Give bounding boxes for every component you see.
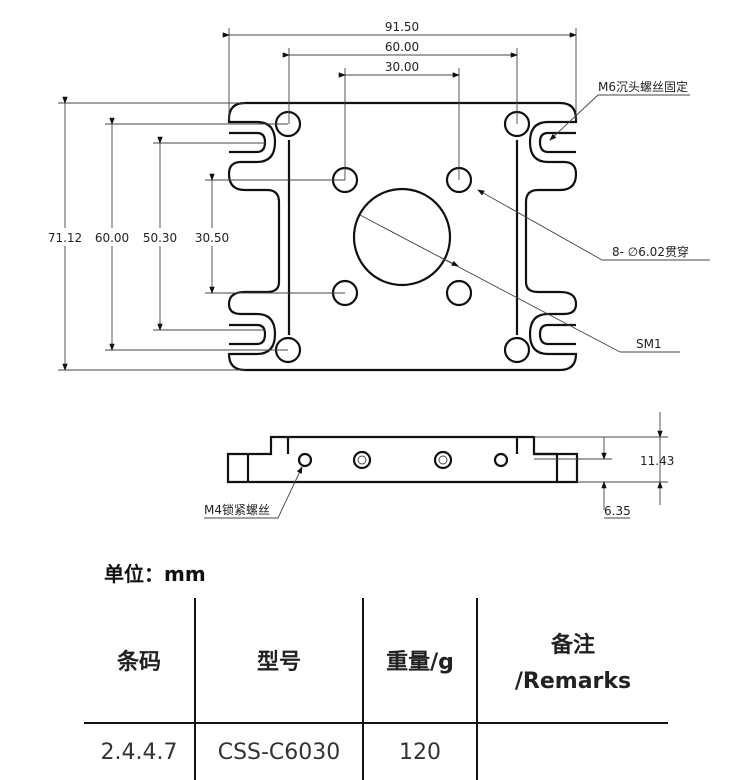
cell-weight: 120 [362, 723, 477, 780]
header-weight: 重量/g [362, 598, 477, 724]
unit-label: 单位：mm [104, 562, 206, 586]
top-dimensions: 91.50 60.00 30.00 [222, 20, 577, 180]
header-model: 型号 [194, 598, 363, 724]
top-leaders: M6沉头螺丝固定 8- ∅6.02贯穿 SM1 [359, 79, 710, 353]
dim-total-height: 11.43 [640, 454, 674, 468]
side-view: 11.43 6.35 M4锁紧螺丝 [204, 412, 674, 519]
dim-width-inner: 60.00 [385, 40, 419, 54]
dim-height-total: 71.12 [48, 231, 82, 245]
label-holes: 8- ∅6.02贯穿 [612, 244, 689, 259]
label-counterbore: M6沉头螺丝固定 [598, 79, 688, 94]
cell-model: CSS-C6030 [194, 723, 363, 780]
left-dimensions: 71.12 60.00 50.30 30.50 [42, 96, 345, 371]
dim-height-holes: 30.50 [195, 231, 229, 245]
header-remarks-en: /Remarks [514, 668, 632, 694]
technical-drawing: 91.50 60.00 30.00 71.12 60.00 50.30 30.5… [42, 20, 710, 519]
dim-base-height: 6.35 [604, 504, 631, 518]
header-barcode: 条码 [84, 598, 195, 724]
cell-remarks [476, 723, 668, 780]
dim-height-counterbore: 60.00 [95, 231, 129, 245]
table-row: 2.4.4.7 CSS-C6030 120 [84, 723, 668, 780]
cell-barcode: 2.4.4.7 [100, 739, 178, 765]
table-header-row: 条码 型号 重量/g 备注/Remarks [84, 598, 668, 724]
dim-width-total: 91.50 [385, 20, 419, 34]
header-remarks-cn: 备注 [550, 632, 595, 658]
label-center: SM1 [636, 337, 662, 351]
header-remarks: 备注/Remarks [476, 598, 668, 724]
dim-height-slots: 50.30 [143, 231, 177, 245]
dim-width-holes: 30.00 [385, 60, 419, 74]
top-view-plate [227, 101, 578, 372]
label-setscrew: M4锁紧螺丝 [204, 502, 270, 517]
spec-table: 条码 型号 重量/g 备注/Remarks 2.4.4.7 CSS-C6030 … [84, 598, 668, 780]
